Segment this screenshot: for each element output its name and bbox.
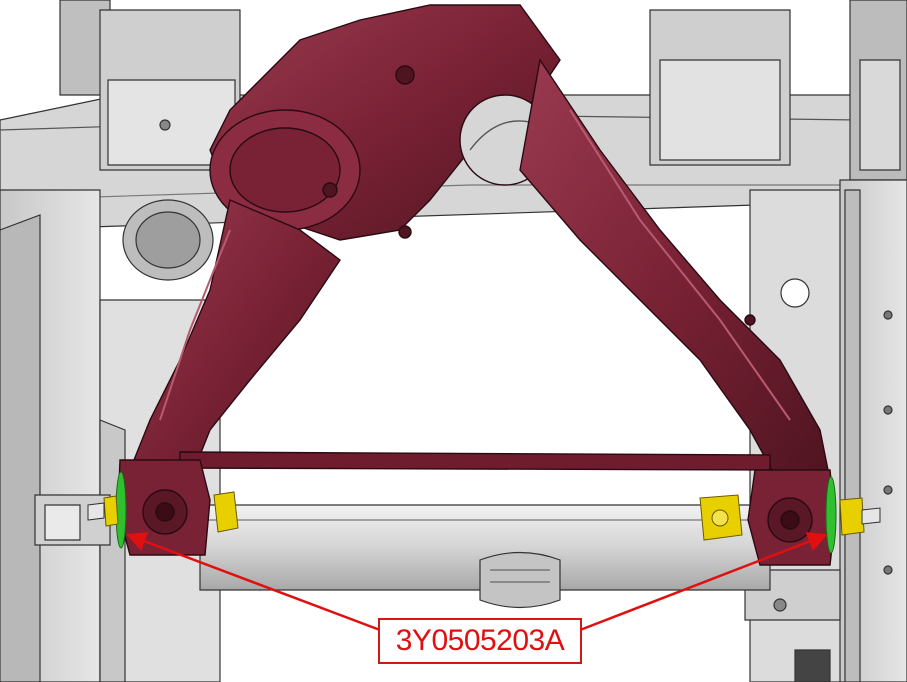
yellow-nut-left-inner bbox=[213, 491, 239, 533]
yellow-nut-right-outer bbox=[839, 497, 865, 536]
control-arm bbox=[117, 4, 836, 566]
part-number-label: 3Y0505203A bbox=[395, 624, 565, 657]
arrow-left bbox=[126, 531, 381, 632]
yellow-nut-left-outer bbox=[103, 495, 119, 527]
bolt-stubs bbox=[87, 502, 881, 525]
arrow-right bbox=[579, 532, 828, 632]
lower-cross-tube bbox=[199, 504, 771, 609]
yellow-nut-right-inner bbox=[699, 494, 743, 541]
callout-arrows bbox=[126, 531, 828, 632]
part-number-callout: 3Y0505203A bbox=[378, 618, 582, 664]
green-washer-right bbox=[825, 476, 837, 554]
